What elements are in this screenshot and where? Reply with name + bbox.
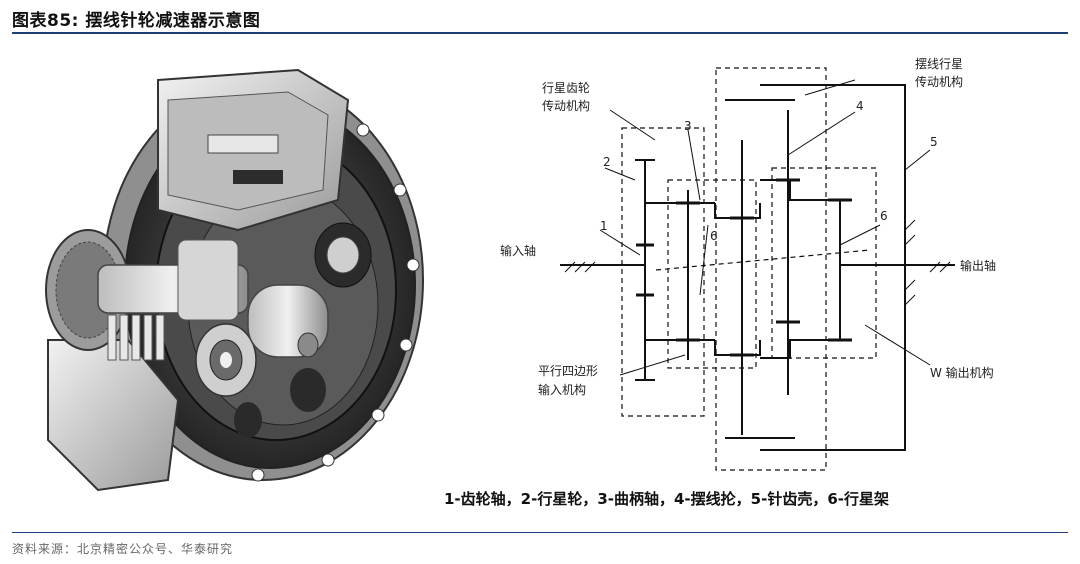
figure-title: 图表85: 摆线针轮减速器示意图: [12, 11, 261, 31]
label-number-3: 3: [684, 119, 692, 133]
reducer-schematic-diagram: 行星齿轮 传动机构 摆线行星 传动机构 平行四边形 输入机构 W 输出机构 输入…: [500, 57, 996, 471]
label-number-6-left: 6: [710, 229, 718, 243]
figure-header: 图表85: 摆线针轮减速器示意图: [0, 0, 1080, 34]
bottom-divider: [12, 532, 1068, 533]
label-input-shaft: 输入轴: [500, 243, 536, 258]
top-divider: [12, 32, 1068, 34]
source-note: 资料来源：北京精密公众号、华泰研究: [12, 542, 234, 556]
label-number-1: 1: [600, 219, 608, 233]
label-w-output: W 输出机构: [930, 365, 994, 380]
diagram-legend: 1-齿轮轴，2-行星轮，3-曲柄轴，4-摆线抡，5-针齿壳，6-行星架: [444, 490, 889, 508]
label-number-2: 2: [603, 155, 611, 169]
reducer-cutaway-image: [45, 68, 424, 492]
label-parallel-input-line2: 输入机构: [538, 382, 586, 397]
label-cycloid-planet-line1: 摆线行星: [915, 57, 963, 71]
label-planetary-gear-line1: 行星齿轮: [542, 81, 590, 95]
label-output-shaft: 输出轴: [960, 258, 996, 273]
label-number-4: 4: [856, 99, 864, 113]
label-parallel-input-line1: 平行四边形: [538, 364, 598, 378]
label-cycloid-planet-line2: 传动机构: [915, 74, 963, 89]
label-number-5: 5: [930, 135, 938, 149]
label-number-6-right: 6: [880, 209, 888, 223]
label-planetary-gear-line2: 传动机构: [542, 98, 590, 113]
